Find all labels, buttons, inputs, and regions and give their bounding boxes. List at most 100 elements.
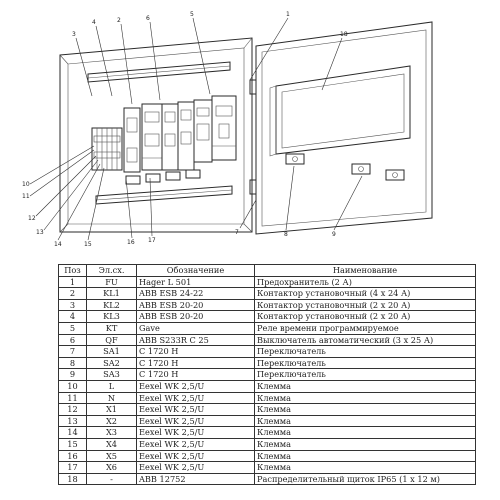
cell-designation: ABB ESB 24-22	[136, 287, 255, 300]
cell-name: Клемма	[254, 437, 476, 451]
cable-glands	[125, 169, 201, 185]
time-relay	[193, 99, 213, 163]
cell-ref: -	[86, 472, 137, 486]
cell-designation: Eexel WK 2,5/U	[136, 437, 255, 451]
cell-designation: Eexel WK 2,5/U	[136, 403, 255, 416]
callout-17: 17	[148, 237, 156, 244]
cell-designation: ABB 12752	[136, 472, 255, 486]
din-rail-top	[87, 61, 231, 83]
callout-16: 16	[127, 239, 135, 246]
callout-3: 3	[72, 31, 76, 38]
cell-name: Клемма	[254, 391, 476, 405]
cell-name: Переключатель	[254, 356, 476, 370]
cell-pos: 13	[58, 414, 87, 428]
cell-name: Контактор установочный (2 х 20 А)	[254, 298, 476, 312]
cell-designation: C 1720 H	[136, 356, 255, 370]
cell-designation: C 1720 H	[136, 368, 255, 381]
cell-designation: Eexel WK 2,5/U	[136, 414, 255, 428]
callout-numbers: 3 4 2 6 5 1 18 7 8 9 10 11 12 13 14 15 1…	[22, 11, 348, 248]
leader-lines	[29, 17, 363, 241]
cell-pos: 5	[58, 321, 87, 335]
enclosure-drawing: 3 4 2 6 5 1 18 7 8 9 10 11 12 13 14 15 1…	[22, 11, 433, 248]
callout-11: 11	[22, 193, 30, 200]
cell-ref: X3	[86, 426, 137, 439]
cell-pos: 2	[58, 287, 87, 300]
callout-4: 4	[92, 19, 96, 26]
cell-pos: 14	[58, 426, 87, 439]
callout-14: 14	[54, 241, 62, 248]
cell-designation: ABB ESB 20-20	[136, 298, 255, 312]
contactor-kl3	[177, 101, 195, 171]
callout-18: 18	[340, 31, 348, 38]
cell-ref: KL1	[86, 287, 137, 300]
fuse-holder	[123, 107, 141, 173]
cell-ref: X5	[86, 449, 137, 463]
header-designation: Обозначение	[136, 264, 255, 277]
cell-pos: 7	[58, 345, 87, 358]
cell-designation: ABB ESB 20-20	[136, 310, 255, 323]
cell-designation: Eexel WK 2,5/U	[136, 426, 255, 439]
callout-1: 1	[286, 11, 290, 18]
cell-ref: KL2	[86, 298, 137, 312]
cell-name: Контактор установочный (2 х 20 А)	[254, 310, 476, 323]
cell-pos: 17	[58, 461, 87, 474]
cell-name: Клемма	[254, 449, 476, 463]
enclosure-box	[59, 37, 253, 233]
callout-15: 15	[84, 241, 92, 248]
callout-5: 5	[190, 11, 194, 18]
cell-pos: 10	[58, 379, 87, 393]
cell-ref: SA2	[86, 356, 137, 370]
door-switch-sa1	[285, 153, 305, 165]
cell-name: Контактор установочный (4 х 24 А)	[254, 287, 476, 300]
cell-ref: N	[86, 391, 137, 405]
cell-ref: KL3	[86, 310, 137, 323]
cell-pos: 3	[58, 298, 87, 312]
cell-designation: Eexel WK 2,5/U	[136, 449, 255, 463]
door-switch-sa3	[385, 169, 405, 181]
cell-designation: Gave	[136, 321, 255, 335]
cell-ref: X6	[86, 461, 137, 474]
cell-pos: 1	[58, 275, 87, 289]
cell-ref: QF	[86, 333, 137, 347]
cell-ref: SA3	[86, 368, 137, 381]
callout-13: 13	[36, 229, 44, 236]
cell-name: Клемма	[254, 379, 476, 393]
cell-ref: SA1	[86, 345, 137, 358]
cell-name: Клемма	[254, 426, 476, 439]
cell-pos: 6	[58, 333, 87, 347]
cell-ref: FU	[86, 275, 137, 289]
cell-name: Распределительный щиток IP65 (1 х 12 м)	[254, 472, 476, 486]
cell-pos: 18	[58, 472, 87, 486]
door-switch-sa2	[351, 163, 371, 175]
cell-ref: X2	[86, 414, 137, 428]
cell-name: Переключатель	[254, 368, 476, 381]
cell-name: Клемма	[254, 414, 476, 428]
enclosure-door	[249, 21, 433, 235]
cell-name: Клемма	[254, 461, 476, 474]
header-name: Наименование	[254, 264, 476, 277]
cell-pos: 9	[58, 368, 87, 381]
cell-designation: Eexel WK 2,5/U	[136, 391, 255, 405]
cell-name: Клемма	[254, 403, 476, 416]
cell-pos: 16	[58, 449, 87, 463]
contactor-kl2	[161, 103, 179, 171]
cell-designation: Eexel WK 2,5/U	[136, 379, 255, 393]
din-rail-bottom	[95, 185, 233, 205]
cell-pos: 15	[58, 437, 87, 451]
callout-7: 7	[235, 229, 239, 236]
cell-name: Выключатель автоматический (3 х 25 А)	[254, 333, 476, 347]
